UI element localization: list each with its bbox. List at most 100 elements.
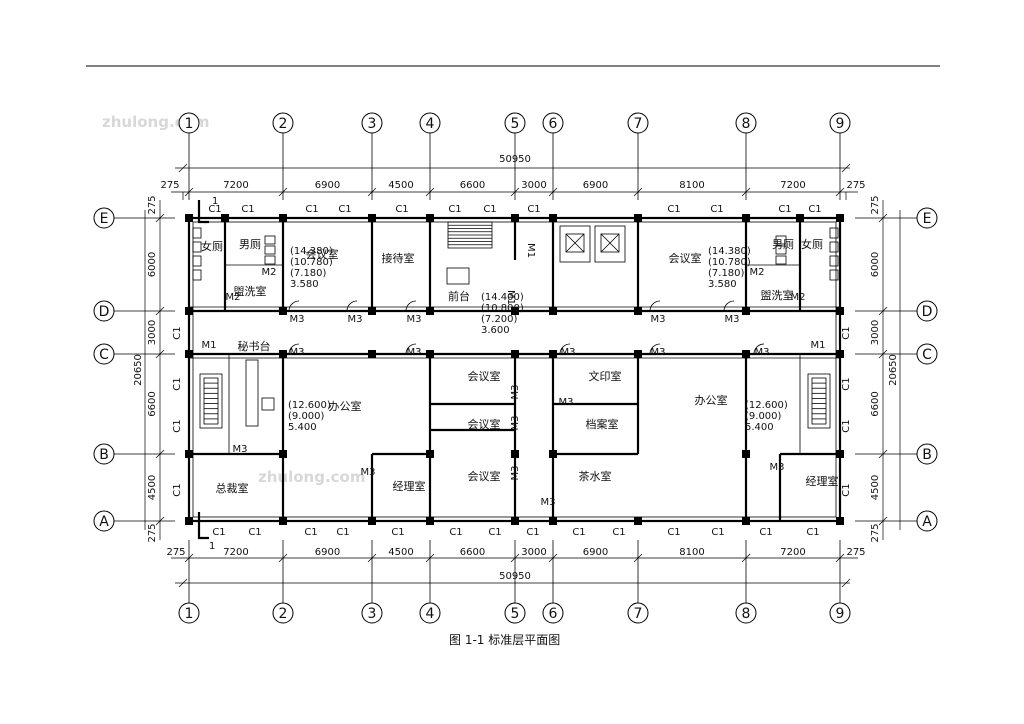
edge-dimension: 275 (870, 195, 881, 214)
structural-column (368, 350, 376, 358)
dimension-label: 6000 (147, 252, 158, 277)
total-dimension-x: 50950 (499, 571, 531, 582)
dimension-label: 6600 (460, 180, 485, 191)
elevation-value: (10.780) (708, 257, 751, 268)
structural-column (742, 307, 750, 315)
room-label: 会议室 (306, 247, 339, 261)
room-label: 办公室 (695, 393, 728, 407)
structural-column (549, 214, 557, 222)
window-tag: C1 (667, 527, 680, 538)
room-label: 男厕 (239, 238, 261, 251)
dimension-label: 7200 (223, 547, 248, 558)
edge-dimension: 275 (846, 180, 865, 191)
elevation-value: (9.000) (288, 411, 325, 422)
door-tag: M2 (262, 267, 277, 278)
structural-column (368, 214, 376, 222)
structural-column (549, 307, 557, 315)
window-tag: C1 (667, 204, 680, 215)
window-tag: C1 (572, 527, 585, 538)
drawing-caption: 图 1-1 标准层平面图 (449, 633, 560, 647)
axis-label: 3 (368, 116, 377, 132)
door-tag: M1 (505, 290, 516, 305)
axis-label: B (922, 447, 932, 463)
window-tag: C1 (841, 326, 852, 339)
structural-column (836, 214, 844, 222)
structural-column (742, 350, 750, 358)
axis-label: D (922, 304, 933, 320)
room-label: 女厕 (201, 239, 223, 253)
door-tag: M2 (226, 292, 241, 303)
dimension-label: 6600 (460, 547, 485, 558)
elevation-value: 5.400 (288, 422, 317, 433)
dimension-label: 4500 (870, 475, 881, 500)
dimension-label: 4500 (388, 547, 413, 558)
window-tag: C1 (172, 483, 183, 496)
elevation-value: (7.180) (708, 268, 745, 279)
door-swing (288, 300, 300, 312)
window-tag: C1 (395, 204, 408, 215)
dimension-label: 6600 (870, 391, 881, 416)
door-tag: M1 (525, 243, 536, 258)
room-label: 总裁室 (216, 481, 249, 495)
axis-label: 5 (511, 116, 520, 132)
axis-label: 2 (279, 606, 288, 622)
room-label: 会议室 (468, 417, 501, 431)
structural-column (634, 517, 642, 525)
window-tag: C1 (759, 527, 772, 538)
section-mark (197, 200, 209, 224)
room-label: 办公室 (329, 399, 362, 413)
total-dimension-x: 50950 (499, 154, 531, 165)
axis-label: 1 (185, 116, 194, 132)
structural-column (221, 214, 229, 222)
structural-column (796, 214, 804, 222)
dimension-label: 4500 (147, 475, 158, 500)
elevation-value: (14.400) (481, 292, 524, 303)
room-labels: 女厕男厕盥洗室会议室接待室前台会议室男厕女厕盥洗室秘书台办公室会议室会议室会议室… (201, 237, 839, 495)
door-tag: M3 (407, 314, 422, 325)
door-swing (405, 300, 417, 312)
axis-label: 5 (511, 606, 520, 622)
axis-label: 4 (426, 116, 435, 132)
door-tag: M1 (202, 340, 217, 351)
axis-label: 2 (279, 116, 288, 132)
structural-column (742, 450, 750, 458)
fixtures (192, 221, 839, 429)
room-label: 会议室 (669, 251, 702, 265)
structural-column (368, 307, 376, 315)
window-tag: C1 (806, 527, 819, 538)
dimension-label: 3000 (521, 180, 546, 191)
door-tag: M3 (510, 385, 521, 400)
structural-column (368, 517, 376, 525)
axis-label: 4 (426, 606, 435, 622)
structural-column (279, 307, 287, 315)
dimension-label: 6900 (315, 180, 340, 191)
room-label: 接待室 (382, 251, 415, 265)
door-swing (649, 300, 661, 312)
room-label: 盥洗室 (234, 284, 267, 298)
door-tag: M3 (290, 347, 305, 358)
window-tag: C1 (612, 527, 625, 538)
total-dimension-y: 20650 (888, 354, 899, 386)
door-tag: M3 (233, 444, 248, 455)
dimension-label: 7200 (780, 547, 805, 558)
room-label: 经理室 (806, 474, 839, 488)
door-tag: M2 (750, 267, 765, 278)
door-tag: M3 (510, 466, 521, 481)
room-label: 秘书台 (238, 339, 271, 353)
door-tag: M3 (290, 314, 305, 325)
axis-label: C (99, 347, 109, 363)
elevation-value: (10.800) (481, 303, 524, 314)
structural-column (511, 350, 519, 358)
elevation-value: 5.400 (745, 422, 774, 433)
window-tag: C1 (710, 204, 723, 215)
axis-label: A (99, 514, 109, 530)
window-tag: C1 (212, 527, 225, 538)
axis-label: A (922, 514, 932, 530)
elevation-value: (12.600) (288, 400, 331, 411)
structural-column (549, 450, 557, 458)
edge-dimension: 275 (147, 523, 158, 542)
structural-column (511, 307, 519, 315)
door-swing (723, 300, 735, 312)
